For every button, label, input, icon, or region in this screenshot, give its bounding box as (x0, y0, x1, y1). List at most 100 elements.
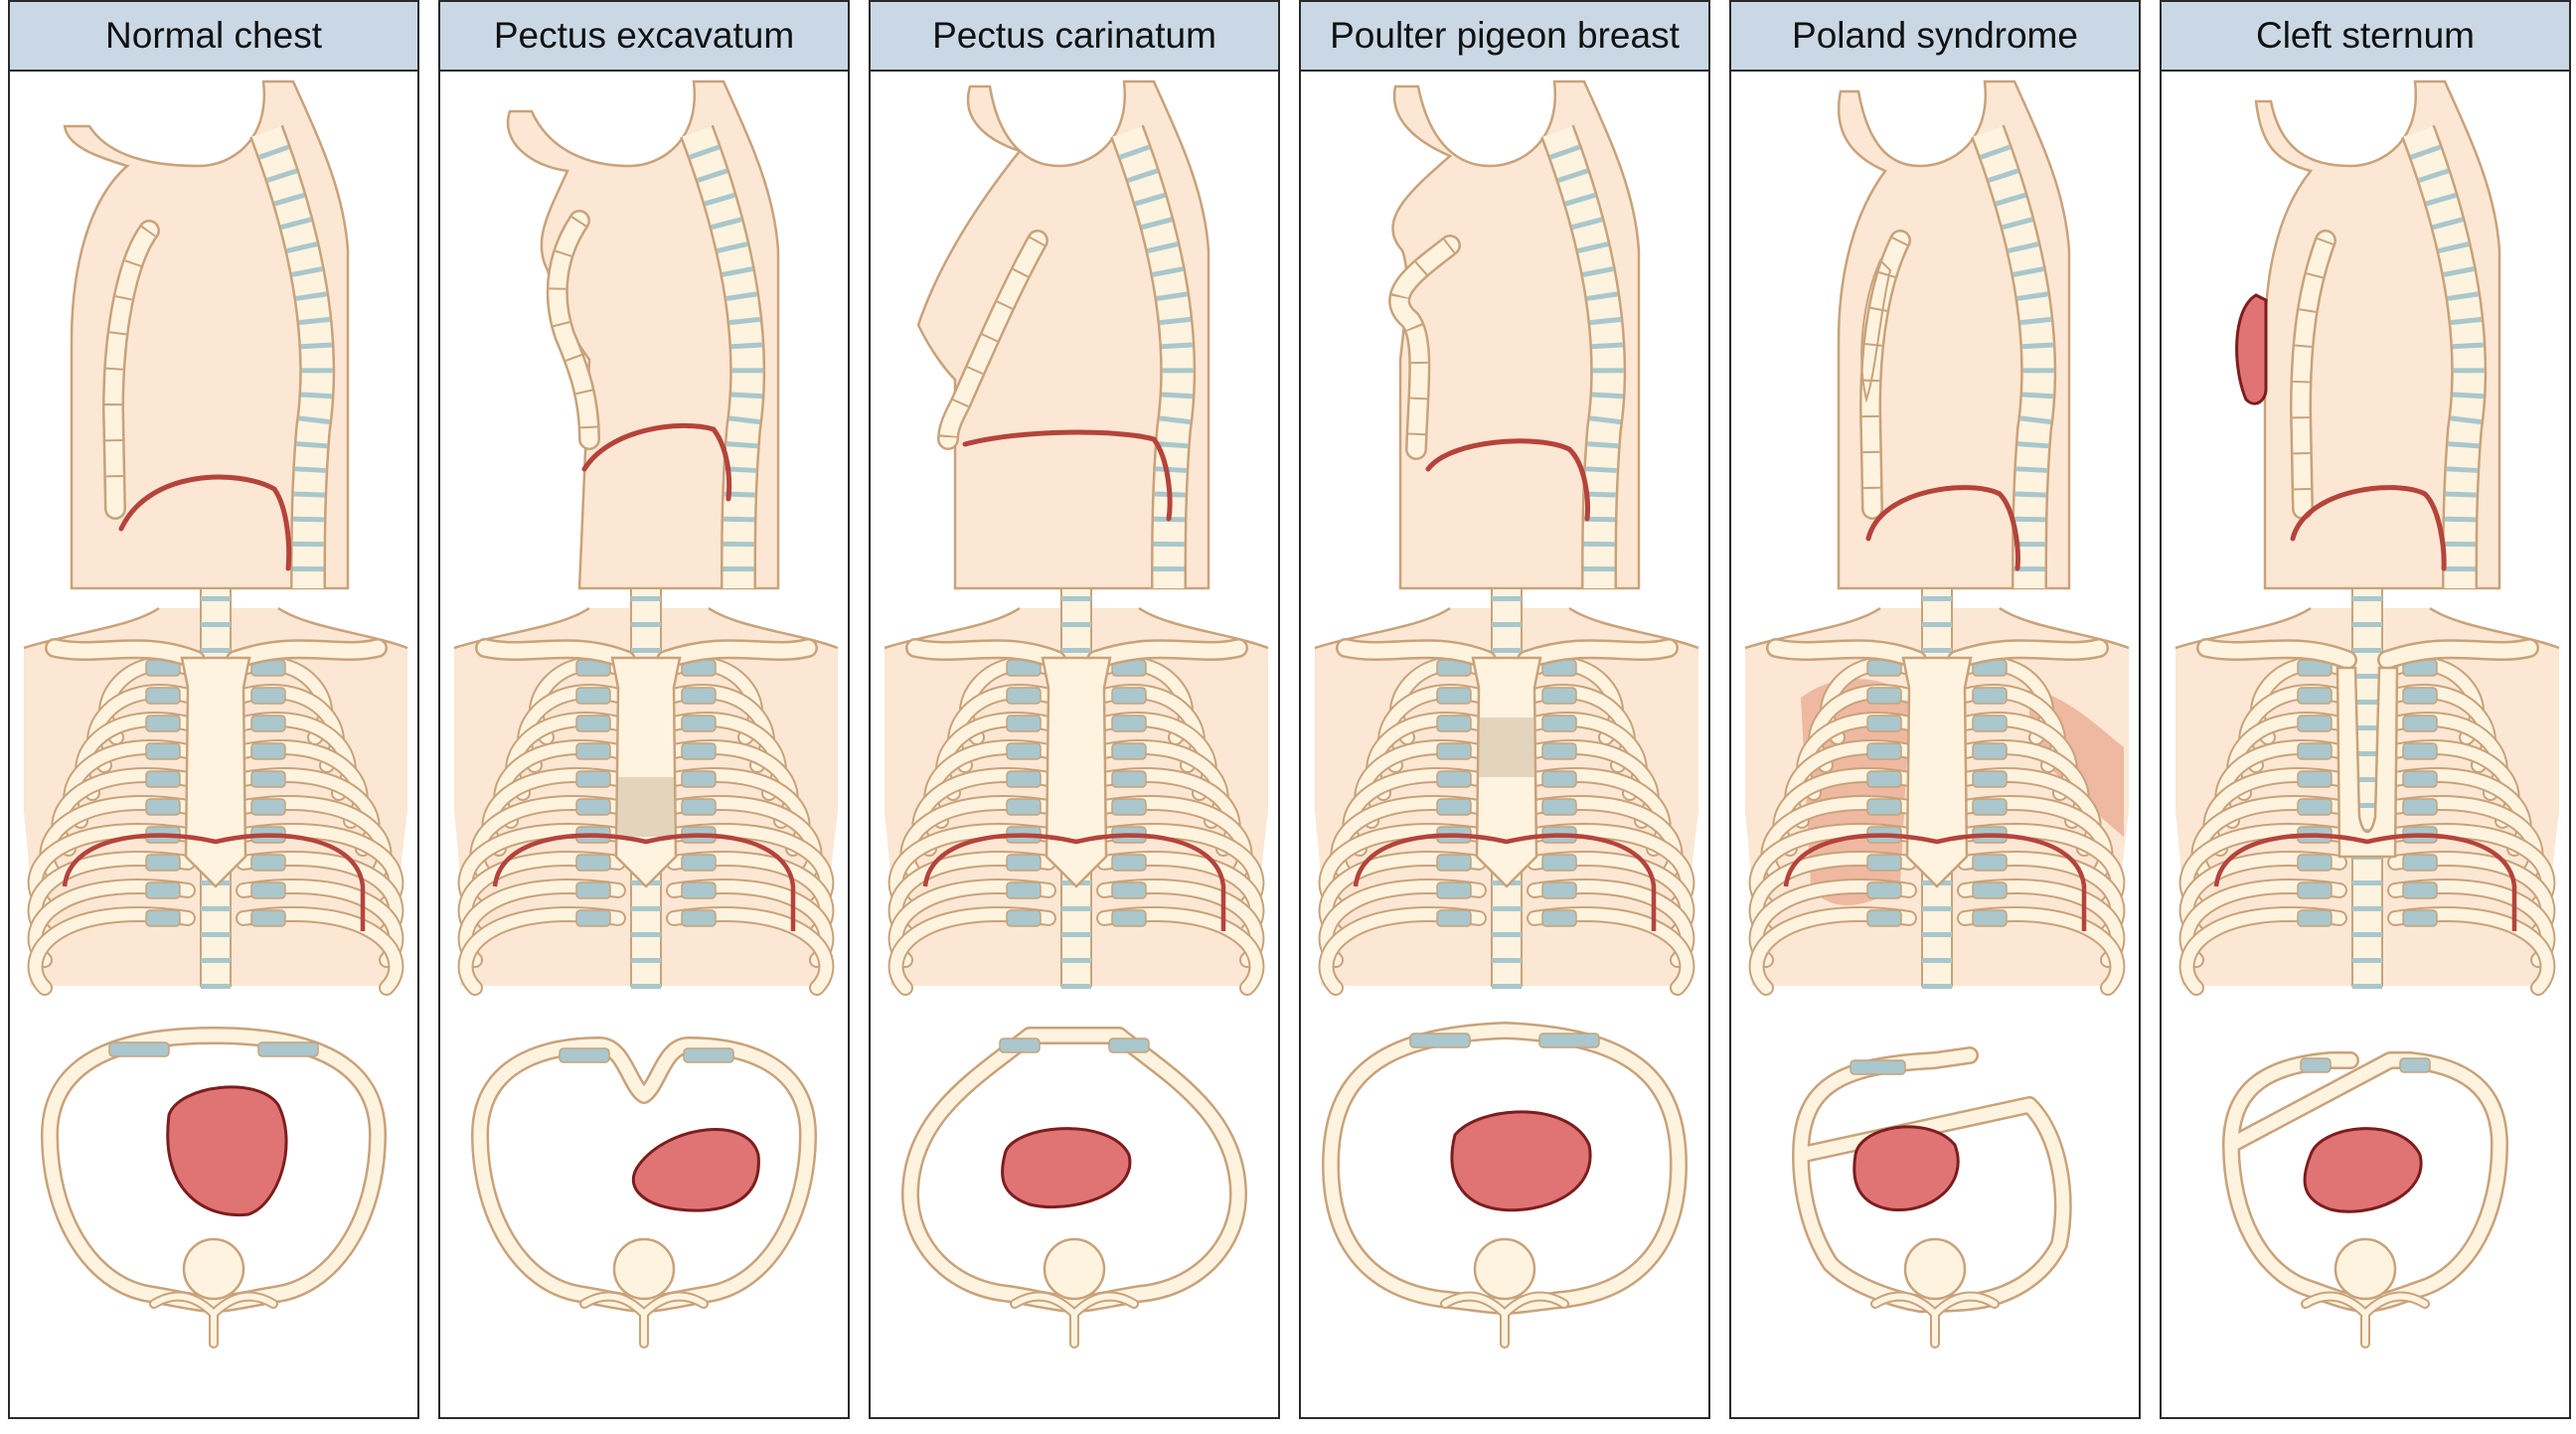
lateral-view (916, 80, 1210, 590)
costal-cartilage (1436, 798, 1472, 816)
costal-cartilage (1541, 742, 1577, 760)
axial-view (41, 1027, 387, 1349)
clavicle (1768, 640, 2107, 668)
costal-cartilage (575, 798, 611, 816)
vertebra-body (2334, 1237, 2397, 1301)
lateral-view (63, 80, 350, 590)
spinal-disc (631, 596, 661, 601)
spine-column (1112, 125, 1194, 589)
axial-view (471, 1036, 817, 1349)
sternum-front (1901, 656, 1973, 888)
vertebra-body (1903, 1237, 1967, 1301)
rib (1750, 908, 1915, 994)
heart (1001, 1127, 1132, 1209)
costal-cartilage (145, 881, 181, 899)
sternal-shading (1479, 717, 1534, 777)
pectus-carinatum-illustration (871, 72, 1278, 1417)
rib (1959, 908, 2124, 994)
diaphragm-line (1865, 485, 2020, 571)
vertebra-processes-fill (2303, 1293, 2428, 1347)
spinal-disc (201, 622, 231, 627)
costal-cartilage (681, 687, 717, 705)
spinal-disc (631, 932, 661, 937)
costal-cartilage (2297, 909, 2333, 927)
spinal-disc (1492, 622, 1522, 627)
costal-cartilage (145, 715, 181, 732)
costal-cartilage (1006, 854, 1042, 872)
diaphragm-line (2290, 485, 2447, 571)
spinal-disc (201, 596, 231, 601)
spinal-disc (2352, 880, 2382, 885)
costal-cartilage (1866, 881, 1902, 899)
costal-cartilage (250, 798, 286, 816)
costal-cartilage (575, 909, 611, 927)
heart (1450, 1110, 1592, 1212)
spinal-disc (2352, 596, 2382, 601)
costal-cartilage (1972, 715, 2008, 732)
spinal-disc (1061, 984, 1091, 989)
costal-cartilage-section (2300, 1057, 2332, 1073)
spinal-disc (1061, 596, 1091, 601)
panel-pectus-excavatum: Pectus excavatum (438, 0, 850, 1419)
axial-view (2222, 1051, 2508, 1349)
spinal-disc (2352, 725, 2382, 730)
normal-chest-illustration (10, 72, 417, 1417)
shoulder-line (884, 606, 1269, 650)
lateral-view (506, 80, 780, 590)
spinal-disc (201, 932, 231, 937)
costal-cartilage (1866, 798, 1902, 816)
costal-cartilage (1541, 881, 1577, 899)
protruding-heart (2235, 293, 2268, 405)
costal-cartilage-section (2399, 1057, 2431, 1073)
sternum-front (610, 656, 682, 888)
costal-cartilage (1111, 687, 1147, 705)
costal-cartilage (1866, 854, 1902, 872)
frontal-view (2174, 587, 2560, 996)
costal-cartilage (2297, 715, 2333, 732)
rib (668, 908, 833, 994)
costal-cartilage (1436, 687, 1472, 705)
costal-cartilage (2297, 798, 2333, 816)
clavicle (477, 640, 816, 668)
spinal-disc (201, 648, 231, 653)
spinal-disc (1492, 958, 1522, 963)
costal-cartilage (681, 742, 717, 760)
panel-title: Pectus carinatum (871, 2, 1278, 72)
rib (238, 908, 402, 994)
pigeon-breast-illustration (1301, 72, 1708, 1417)
costal-cartilage-section (108, 1041, 170, 1057)
costal-cartilage (1972, 798, 2008, 816)
panel-poland-syndrome: Poland syndrome (1729, 0, 2141, 1419)
costal-cartilage (2402, 687, 2438, 705)
vertebra-body (1043, 1237, 1106, 1301)
shoulder-line (453, 606, 839, 650)
axial-view (901, 1027, 1247, 1349)
rib (459, 908, 624, 994)
spinal-disc (2352, 906, 2382, 911)
costal-cartilage (250, 715, 286, 732)
costal-cartilage (250, 909, 286, 927)
diaphragm-front (1353, 833, 1657, 931)
costal-cartilage (1111, 798, 1147, 816)
costal-cartilage-section (999, 1037, 1041, 1053)
spine-column (1973, 125, 2054, 589)
heart (1852, 1125, 1960, 1212)
sternum (104, 222, 158, 518)
costal-cartilage (2402, 715, 2438, 732)
costal-cartilage (145, 854, 181, 872)
panel-title: Poulter pigeon breast (1301, 2, 1708, 72)
sternum-front (1041, 656, 1112, 888)
rib (889, 908, 1054, 994)
spinal-disc (1061, 958, 1091, 963)
spinal-disc (2352, 777, 2382, 782)
costal-cartilage (1541, 770, 1577, 788)
costal-cartilage-section (1538, 1033, 1600, 1048)
costal-cartilage (1866, 909, 1902, 927)
diaphragm-line (962, 429, 1173, 522)
costal-cartilage-section (1850, 1059, 1906, 1075)
spinal-disc (1492, 648, 1522, 653)
vertebra-processes-fill (151, 1293, 276, 1347)
costal-cartilage-section (1409, 1033, 1471, 1048)
costal-cartilage (1972, 881, 2008, 899)
costal-cartilage (1436, 854, 1472, 872)
